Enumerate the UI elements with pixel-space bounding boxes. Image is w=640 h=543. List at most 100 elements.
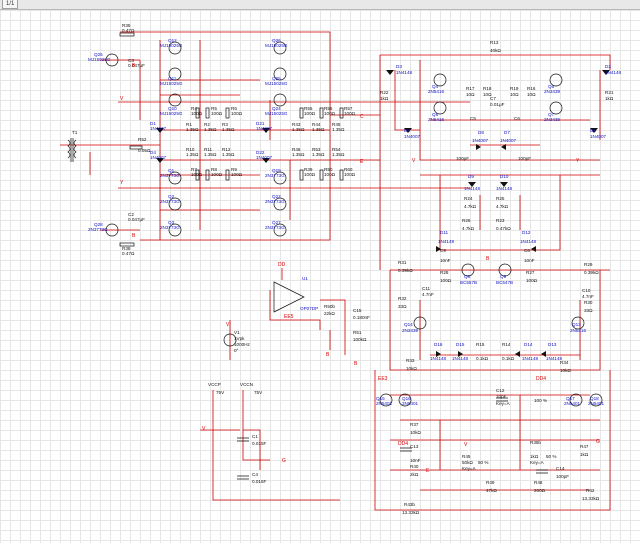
r11-ref: R11 bbox=[204, 147, 213, 152]
q22-part: 2N3773G bbox=[265, 199, 285, 204]
r4-ref: R4 bbox=[191, 106, 197, 111]
r27-ref: R27 bbox=[526, 270, 535, 275]
c13-ref: C13 bbox=[410, 444, 419, 449]
q4-ref: Q4 bbox=[432, 84, 439, 89]
q4-part: 2N5416 bbox=[428, 89, 445, 94]
net-b-opamp2: B bbox=[354, 361, 358, 367]
r48-ref: R48 bbox=[534, 480, 543, 485]
c3-val: 0.047μF bbox=[128, 63, 145, 68]
q3-ref: Q3 bbox=[168, 220, 175, 225]
d4-part: 1N4007 bbox=[150, 155, 167, 160]
net-v-source: V bbox=[226, 322, 230, 328]
q24-ref: Q24 bbox=[272, 106, 281, 111]
vccp-value: 75V bbox=[216, 390, 225, 395]
r2-ref: R2 bbox=[204, 122, 210, 127]
q13-part: 2N5416 bbox=[570, 328, 587, 333]
schematic-canvas[interactable]: Q25 MJ15025G Q12 MJ15025G Q11 MJ15025G Q… bbox=[0, 10, 640, 543]
r55-ref: R55 bbox=[304, 106, 313, 111]
labels-left: Q25 MJ15025G Q12 MJ15025G Q11 MJ15025G Q… bbox=[72, 23, 243, 256]
r26-val: 4.7kΩ bbox=[462, 226, 475, 231]
d3-ref: D3 bbox=[396, 64, 402, 69]
d11-ref: D11 bbox=[440, 230, 449, 235]
r15-ref: R15 bbox=[476, 342, 485, 347]
q22-ref: Q22 bbox=[272, 194, 281, 199]
c8-ref: C8 bbox=[524, 248, 530, 253]
r16-val: 10Ω bbox=[527, 92, 536, 97]
q28-ref: Q28 bbox=[94, 222, 103, 227]
net-v-ps: V bbox=[202, 426, 206, 432]
q2-ref: Q2 bbox=[168, 194, 175, 199]
q24-part: MJ15025G bbox=[265, 111, 288, 116]
d16-part: 1N4148 bbox=[430, 356, 447, 361]
d10-ref: D10 bbox=[500, 174, 509, 179]
r3-val: 1.35Ω bbox=[222, 127, 235, 132]
c9-ref: C9 bbox=[440, 248, 446, 253]
r25-ref: R25 bbox=[496, 196, 505, 201]
r25-val: 4.7kΩ bbox=[496, 204, 509, 209]
r17-val: 10Ω bbox=[466, 92, 475, 97]
q14-part: 2N3439 bbox=[402, 328, 419, 333]
d14-part: 1N4148 bbox=[522, 356, 539, 361]
r16-ref: R16 bbox=[527, 86, 536, 91]
r56-ref: R56 bbox=[324, 106, 333, 111]
labels-mid: Q26 MJ15025G Q25 MJ15025G Q24 MJ15025G Q… bbox=[256, 38, 364, 230]
c11-val: 4.7nF bbox=[422, 292, 434, 297]
q25-part: MJ15025G bbox=[88, 57, 111, 62]
net-v-left: V bbox=[120, 96, 124, 102]
net-c: C bbox=[360, 114, 364, 120]
d1-ref: D1 bbox=[150, 121, 156, 126]
pot-pct-50b: 50 % bbox=[546, 454, 556, 459]
r24-ref: R24 bbox=[464, 196, 473, 201]
q17-ref: Q17 bbox=[566, 396, 575, 401]
r27-val: 100Ω bbox=[526, 278, 538, 283]
net-g-right: G bbox=[596, 439, 600, 445]
r51-ref: R51 bbox=[353, 330, 362, 335]
c5-val: 100pF bbox=[456, 156, 469, 161]
r50-ref: R50 bbox=[324, 167, 333, 172]
r39-val: 100Ω bbox=[304, 172, 316, 177]
r54-ref: R54 bbox=[332, 147, 341, 152]
q17-part: 2N5401 bbox=[564, 401, 581, 406]
r43-val: 1.35Ω bbox=[292, 127, 305, 132]
r2-val: 1.35Ω bbox=[204, 127, 217, 132]
r52-ref: R52 bbox=[138, 137, 147, 142]
pot-key-1: Key=A bbox=[496, 401, 511, 406]
pot-pct-100: 100 % bbox=[534, 398, 547, 403]
r50b-val: 22kΩ bbox=[324, 311, 335, 316]
q26-ref: Q26 bbox=[272, 38, 281, 43]
q26-part: MJ15025G bbox=[265, 43, 288, 48]
sheet-tab-label: 1/1 bbox=[6, 1, 15, 7]
r9-val: 100Ω bbox=[231, 172, 243, 177]
pot-r45-val: 50kΩ bbox=[462, 460, 473, 465]
sheet-tab[interactable]: 1/1 bbox=[2, 0, 19, 9]
r1-ref: R1 bbox=[186, 122, 192, 127]
r47-ref: R47 bbox=[580, 444, 589, 449]
r4-val: 100Ω bbox=[191, 111, 203, 116]
d2-ref: D2 bbox=[605, 64, 611, 69]
r28-ref: R28 bbox=[440, 270, 449, 275]
r8-val: 100Ω bbox=[211, 172, 223, 177]
u1-part: OP07DP bbox=[300, 306, 318, 311]
q15-ref: Q15 bbox=[376, 396, 385, 401]
net-b-top: B bbox=[132, 63, 136, 69]
d13-ref: D13 bbox=[548, 342, 557, 347]
r50b-ref: R50b bbox=[324, 304, 335, 309]
d21-part: 1N4007 bbox=[256, 126, 273, 131]
q5-part: 2N5416 bbox=[428, 117, 445, 122]
c12-ref: C12 bbox=[496, 388, 505, 393]
r35-val: 0.47Ω bbox=[122, 28, 135, 33]
r57-ref: R57 bbox=[344, 106, 353, 111]
c7-ref: C7 bbox=[490, 96, 496, 101]
r56-val: 100Ω bbox=[324, 111, 336, 116]
net-b-mid: B bbox=[486, 256, 490, 262]
v1-val: 1Vpk bbox=[234, 336, 245, 341]
q10-ref: Q10 bbox=[168, 106, 177, 111]
c10-ref: C10 bbox=[582, 288, 591, 293]
r1-val: 1.35Ω bbox=[186, 127, 199, 132]
c1-val: 0.015F bbox=[252, 441, 266, 446]
d8-ref: D8 bbox=[478, 130, 484, 135]
schematic-svg[interactable]: Q25 MJ15025G Q12 MJ15025G Q11 MJ15025G Q… bbox=[0, 10, 640, 543]
q18-ref: Q18 bbox=[590, 396, 599, 401]
r35b-ref: R35b bbox=[530, 440, 541, 445]
c10-val: 4.7nF bbox=[582, 294, 594, 299]
